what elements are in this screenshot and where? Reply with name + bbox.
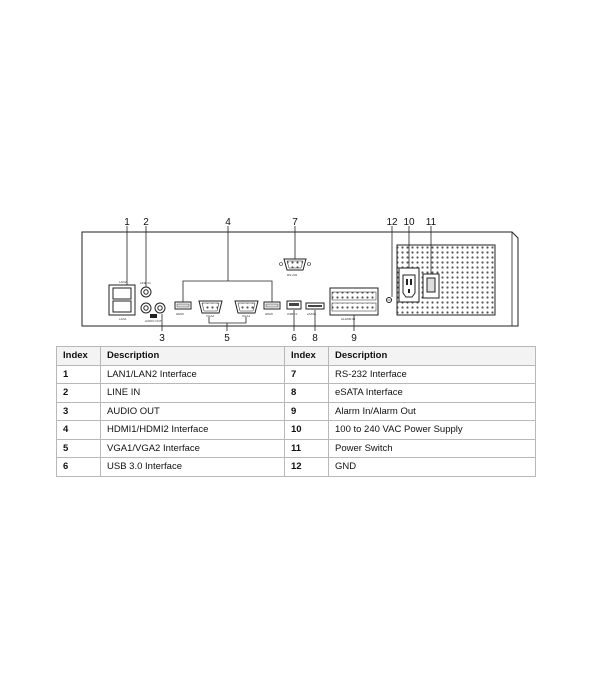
description-cell: VGA1/VGA2 Interface xyxy=(100,438,285,458)
callout-9: 9 xyxy=(351,333,357,344)
index-cell: 7 xyxy=(284,364,329,384)
usb-label: USB3.0 xyxy=(287,312,298,316)
index-cell: 9 xyxy=(284,401,329,421)
description-cell: Power Switch xyxy=(328,438,536,458)
callout-1: 1 xyxy=(124,217,130,228)
index-cell: 4 xyxy=(56,420,101,440)
callout-2: 2 xyxy=(143,217,149,228)
table-row: 2 LINE IN 8 eSATA Interface xyxy=(56,383,536,403)
description-cell: GND xyxy=(328,457,536,477)
lan1-label: LAN1 xyxy=(119,317,127,321)
power-switch xyxy=(422,273,440,299)
callout-4: 4 xyxy=(225,217,231,228)
index-cell: 6 xyxy=(56,457,101,477)
rs232-label: RS-232 xyxy=(287,273,298,277)
callout-11: 11 xyxy=(426,217,437,228)
callout-8: 8 xyxy=(312,333,318,344)
table-row: 6 USB 3.0 Interface 12 GND xyxy=(56,457,536,477)
interface-index-table: Index Description Index Description 1 LA… xyxy=(56,346,536,477)
hdmi1-label: HDMI xyxy=(176,312,184,316)
description-cell: USB 3.0 Interface xyxy=(100,457,285,477)
usb-port: USB3.0 xyxy=(286,300,302,316)
audio-jacks: LINE IN AUDIO OUT xyxy=(140,281,166,323)
table-row: 4 HDMI1/HDMI2 Interface 10 100 to 240 VA… xyxy=(56,420,536,440)
hdmi2-label: HDMI xyxy=(265,312,273,316)
rs232-port: RS-232 xyxy=(279,258,311,277)
description-cell: AUDIO OUT xyxy=(100,401,285,421)
description-cell: LAN1/LAN2 Interface xyxy=(100,364,285,384)
esata-label: eSATA xyxy=(307,312,316,316)
alarm-label: ALARM IN xyxy=(341,317,355,321)
header-description-left: Description xyxy=(100,346,285,366)
callout-3: 3 xyxy=(159,333,165,344)
table-row: 1 LAN1/LAN2 Interface 7 RS-232 Interface xyxy=(56,364,536,384)
gnd-screw xyxy=(386,297,392,303)
header-index-left: Index xyxy=(56,346,101,366)
description-cell: RS-232 Interface xyxy=(328,364,536,384)
callout-7: 7 xyxy=(292,217,298,228)
index-cell: 11 xyxy=(284,438,329,458)
index-cell: 5 xyxy=(56,438,101,458)
audio-out-label: AUDIO OUT xyxy=(145,319,162,323)
index-cell: 3 xyxy=(56,401,101,421)
vga-ports: VGA2 VGA1 xyxy=(198,300,259,318)
table-header-row: Index Description Index Description xyxy=(56,346,536,366)
lan-ports: LAN2 LAN1 xyxy=(108,280,136,321)
index-cell: 2 xyxy=(56,383,101,403)
vga1-label: VGA1 xyxy=(242,314,250,318)
rear-panel-diagram: LAN2 LAN1 LINE IN AUDIO OUT HDMI VGA2 VG… xyxy=(81,217,519,344)
esata-port: eSATA xyxy=(305,302,325,316)
line-in-label: LINE IN xyxy=(140,281,151,285)
callout-lines xyxy=(126,226,432,331)
index-cell: 12 xyxy=(284,457,329,477)
index-cell: 1 xyxy=(56,364,101,384)
description-cell: HDMI1/HDMI2 Interface xyxy=(100,420,285,440)
description-cell: LINE IN xyxy=(100,383,285,403)
callout-5: 5 xyxy=(224,333,230,344)
header-description-right: Description xyxy=(328,346,536,366)
index-cell: 8 xyxy=(284,383,329,403)
lan2-label: LAN2 xyxy=(119,280,127,284)
vga2-label: VGA2 xyxy=(206,314,214,318)
header-index-right: Index xyxy=(284,346,329,366)
description-cell: eSATA Interface xyxy=(328,383,536,403)
index-cell: 10 xyxy=(284,420,329,440)
table-row: 3 AUDIO OUT 9 Alarm In/Alarm Out xyxy=(56,401,536,421)
callout-6: 6 xyxy=(291,333,297,344)
callout-10: 10 xyxy=(403,217,415,228)
alarm-terminal-block: ALARM IN xyxy=(329,287,379,321)
callout-12: 12 xyxy=(386,217,398,228)
table-row: 5 VGA1/VGA2 Interface 11 Power Switch xyxy=(56,438,536,458)
description-cell: Alarm In/Alarm Out xyxy=(328,401,536,421)
power-inlet xyxy=(398,267,420,303)
description-cell: 100 to 240 VAC Power Supply xyxy=(328,420,536,440)
